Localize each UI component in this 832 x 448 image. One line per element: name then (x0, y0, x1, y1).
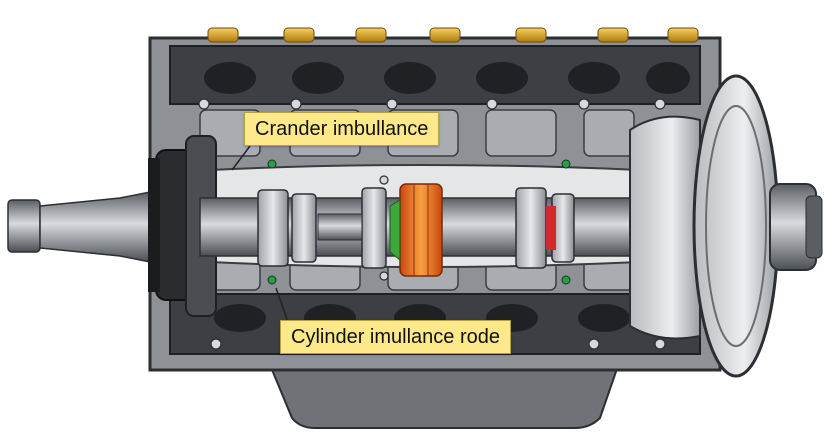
balance-gear (389, 183, 556, 277)
spark-plug-icon (207, 27, 699, 43)
input-shaft (7, 191, 151, 263)
crank-discs (257, 187, 575, 269)
bolt-icon (198, 98, 666, 350)
callout-bottom-label: Cylinder imullance rode (291, 326, 500, 348)
valve-covers-top (204, 62, 690, 94)
flywheel-icon (629, 74, 823, 378)
callout-bottom-leader (275, 287, 289, 323)
callout-top-label: Crander imbullance (255, 118, 429, 140)
oil-pan (266, 359, 622, 429)
green-markers (267, 159, 571, 285)
callout-cylinder-imullance-rode: Cylinder imullance rode (280, 320, 511, 354)
callout-crander-imbullance: Crander imbullance (244, 112, 440, 146)
gear-icon (148, 135, 217, 317)
callout-top-leader (231, 145, 251, 171)
